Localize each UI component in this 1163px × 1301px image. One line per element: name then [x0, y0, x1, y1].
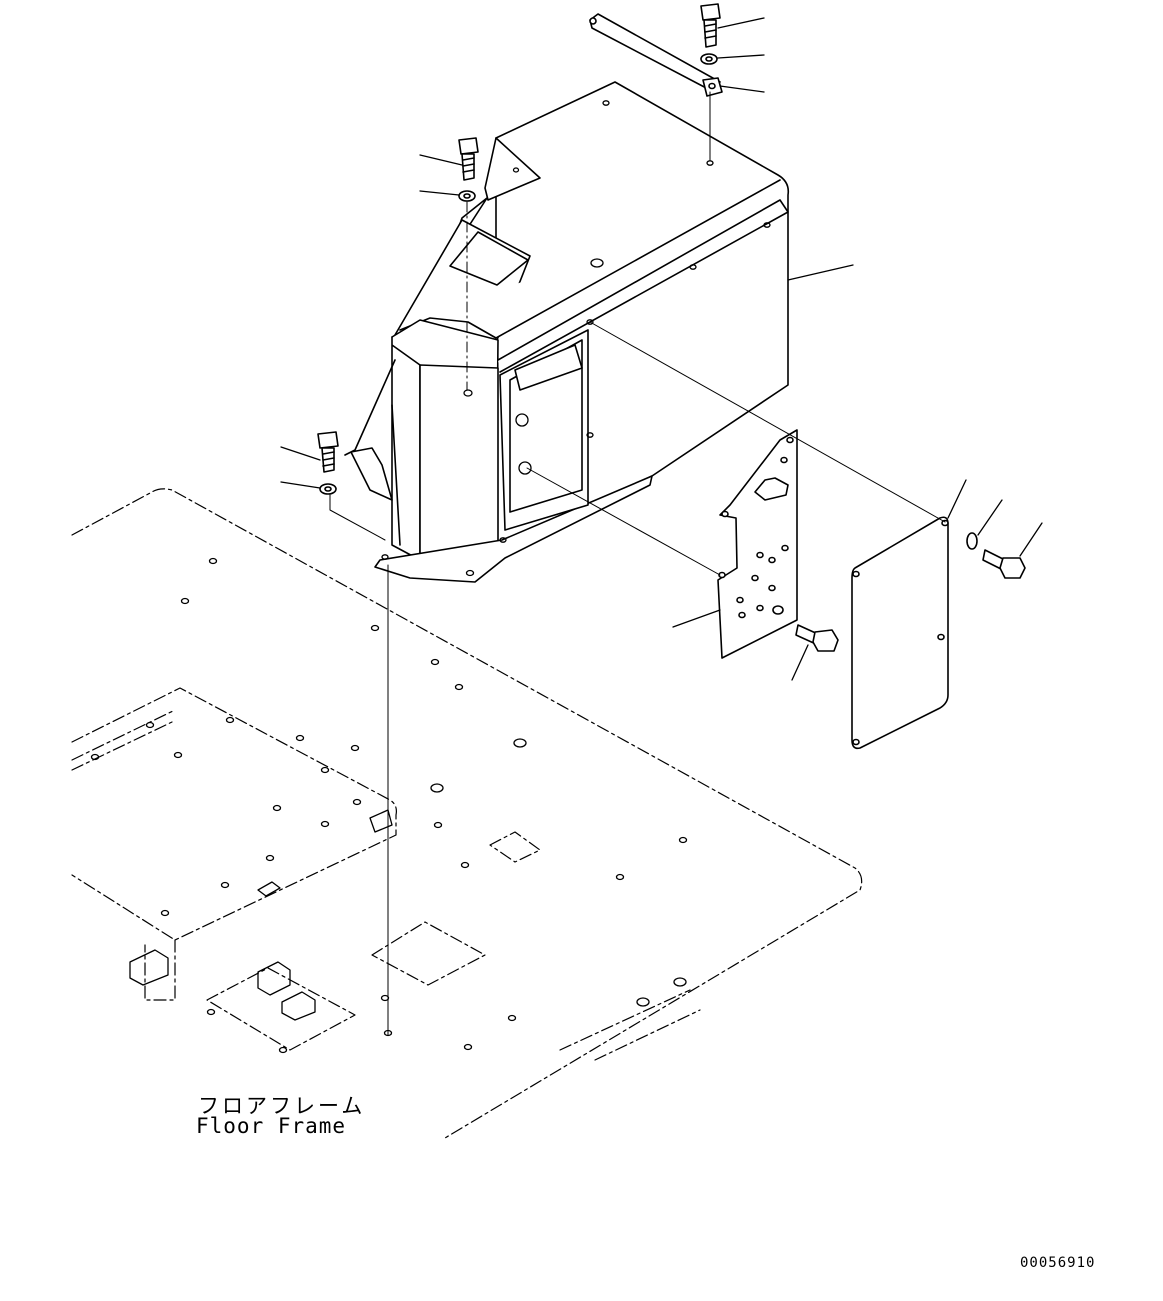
leader-lines: [280, 17, 1043, 681]
floor-frame-label-japanese: フロアフレーム: [198, 1094, 366, 1118]
washer-left-lower-inner: [324, 486, 332, 492]
washer-left-lower: [319, 483, 337, 495]
floor-brackets: [129, 809, 393, 1021]
access-cover: [851, 516, 949, 750]
drawing-number: 00056910: [1020, 1255, 1096, 1271]
cover-holes: [381, 100, 771, 577]
bolt-panel: [795, 624, 839, 652]
washer-left-upper: [458, 190, 476, 202]
bolt-left-upper: [458, 137, 479, 181]
strap-bar: [589, 13, 723, 97]
washer-top: [700, 53, 718, 65]
washer-right: [966, 532, 978, 550]
washer-left-upper-inner: [463, 193, 471, 199]
floor-holes: [90, 557, 688, 1054]
main-cover: [344, 81, 790, 583]
floor-frame-label-english: Floor Frame: [196, 1114, 347, 1138]
floor-frame: [71, 488, 863, 1139]
bolt-top: [700, 3, 721, 48]
mounting-plate: [717, 429, 798, 659]
bolt-right: [982, 549, 1026, 579]
washer-top-inner: [705, 56, 713, 62]
bolt-left-lower: [317, 431, 339, 473]
assembly-lines: [329, 91, 946, 1036]
